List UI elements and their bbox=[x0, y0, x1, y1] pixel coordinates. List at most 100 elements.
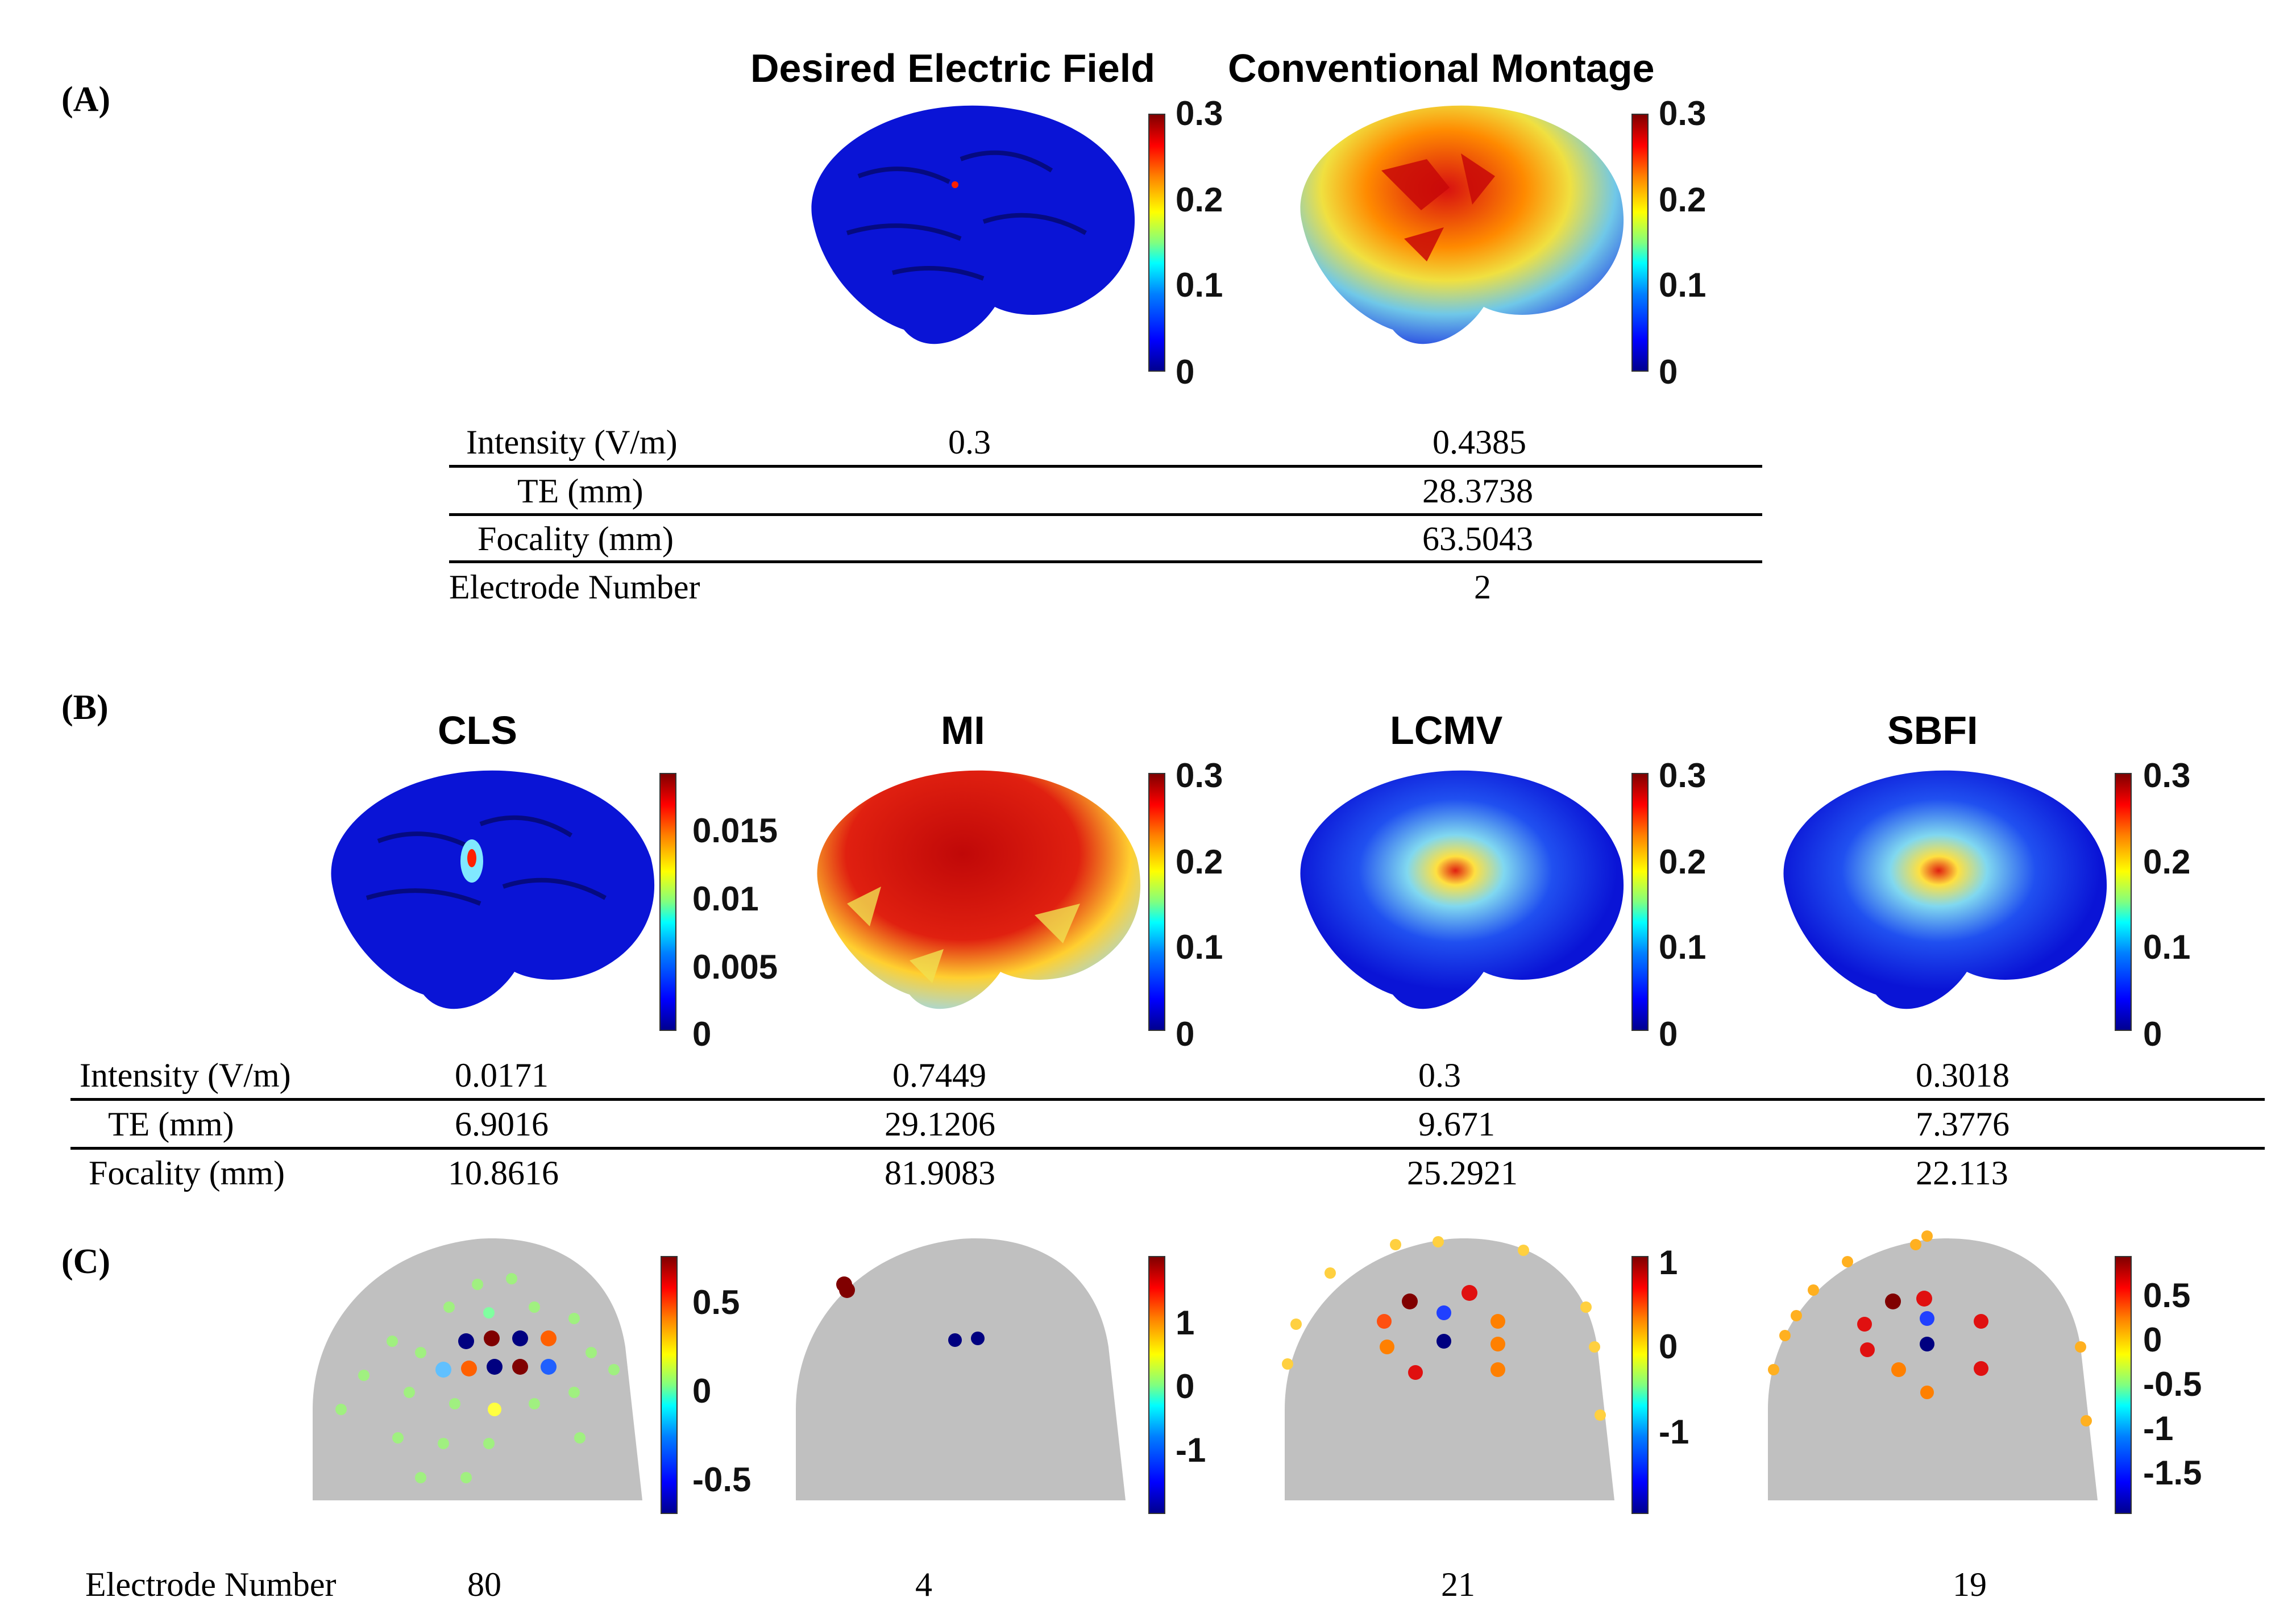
cbar-a2-tick-3: 0 bbox=[1659, 353, 1678, 391]
cbar-c3-tick-1: 0 bbox=[1659, 1328, 1678, 1366]
cbar-cls-tick-2: 0.005 bbox=[692, 948, 778, 986]
electrode-number-value: 4 bbox=[915, 1566, 932, 1603]
colorbar-lcmv bbox=[1631, 773, 1649, 1031]
table-b-value: 29.1206 bbox=[885, 1105, 995, 1143]
brain-cls bbox=[331, 770, 655, 1009]
table-a-label-intensity: Intensity (V/m) bbox=[466, 423, 678, 461]
title-mi: MI bbox=[941, 708, 985, 752]
cbar-c4-tick-1: 0 bbox=[2143, 1321, 2162, 1359]
electrode-number-value: 80 bbox=[467, 1566, 501, 1603]
table-a-value: 63.5043 bbox=[1422, 520, 1533, 558]
cbar-mi-tick-2: 0.1 bbox=[1176, 928, 1223, 966]
colorbar-cls bbox=[659, 773, 676, 1031]
cbar-a2-tick-2: 0.1 bbox=[1659, 266, 1707, 304]
cbar-c2-tick-2: -1 bbox=[1176, 1431, 1206, 1469]
cbar-cls-tick-0: 0.015 bbox=[692, 812, 778, 850]
cbar-mi-tick-1: 0.2 bbox=[1176, 843, 1223, 881]
table-a-value: 0.3 bbox=[948, 423, 991, 461]
electrode-number-value: 19 bbox=[1953, 1566, 1987, 1603]
table-b-value: 25.2921 bbox=[1407, 1154, 1518, 1192]
title-conventional-montage: Conventional Montage bbox=[1228, 46, 1655, 90]
cbar-lcmv-tick-0: 0.3 bbox=[1659, 756, 1707, 795]
brain-conventional-montage bbox=[1300, 105, 1624, 344]
table-a-rule bbox=[449, 513, 1762, 516]
table-a-value: 0.4385 bbox=[1433, 423, 1526, 461]
colorbar-a1 bbox=[1148, 114, 1165, 372]
electrode-number-value: 21 bbox=[1441, 1566, 1475, 1603]
head-lcmv bbox=[1282, 1236, 1614, 1500]
head-mi bbox=[796, 1238, 1126, 1500]
table-a-label-electrode: Electrode Number bbox=[449, 568, 700, 606]
cbar-sbfi-tick-3: 0 bbox=[2143, 1015, 2162, 1053]
head-cls bbox=[313, 1238, 642, 1500]
cbar-lcmv-tick-2: 0.1 bbox=[1659, 928, 1707, 966]
cbar-mi-tick-0: 0.3 bbox=[1176, 756, 1223, 795]
electrode-number-label: Electrode Number bbox=[85, 1566, 337, 1603]
colorbar-c4 bbox=[2115, 1256, 2132, 1514]
cbar-c1-tick-0: 0.5 bbox=[692, 1283, 740, 1321]
colorbar-c3 bbox=[1631, 1256, 1649, 1514]
cbar-a2-tick-1: 0.2 bbox=[1659, 181, 1707, 219]
brain-desired-field bbox=[811, 105, 1135, 344]
cbar-c4-tick-4: -1.5 bbox=[2143, 1454, 2202, 1492]
table-b-value: 7.3776 bbox=[1916, 1105, 2009, 1143]
table-b-value: 0.7449 bbox=[892, 1057, 986, 1094]
cbar-c1-tick-1: 0 bbox=[692, 1372, 712, 1410]
cbar-a1-tick-3: 0 bbox=[1176, 353, 1195, 391]
table-b-value: 6.9016 bbox=[455, 1105, 549, 1143]
colorbar-sbfi bbox=[2115, 773, 2132, 1031]
cbar-a2-tick-0: 0.3 bbox=[1659, 94, 1707, 132]
panel-label-a: (A) bbox=[61, 80, 111, 119]
cbar-c4-tick-2: -0.5 bbox=[2143, 1365, 2202, 1403]
cbar-c2-tick-0: 1 bbox=[1176, 1304, 1195, 1342]
title-cls: CLS bbox=[438, 708, 517, 752]
cbar-c4-tick-3: -1 bbox=[2143, 1409, 2174, 1448]
title-desired-field: Desired Electric Field bbox=[750, 46, 1155, 90]
cbar-c3-tick-0: 1 bbox=[1659, 1243, 1678, 1282]
table-b-rule bbox=[70, 1147, 2265, 1150]
cbar-a1-tick-0: 0.3 bbox=[1176, 94, 1223, 132]
brain-sbfi bbox=[1783, 770, 2107, 1009]
table-b-value: 0.3 bbox=[1418, 1057, 1461, 1094]
table-b-value: 9.671 bbox=[1418, 1105, 1495, 1143]
cbar-c1-tick-2: -0.5 bbox=[692, 1461, 752, 1499]
table-b-rule bbox=[70, 1098, 2265, 1101]
cbar-sbfi-tick-0: 0.3 bbox=[2143, 756, 2191, 795]
panel-label-b: (B) bbox=[61, 688, 109, 727]
colorbar-a2 bbox=[1631, 114, 1649, 372]
colorbar-mi bbox=[1148, 773, 1165, 1031]
table-b-label-focality: Focality (mm) bbox=[89, 1154, 285, 1192]
cbar-mi-tick-3: 0 bbox=[1176, 1015, 1195, 1053]
cbar-cls-tick-3: 0 bbox=[692, 1015, 712, 1053]
cbar-c3-tick-2: -1 bbox=[1659, 1413, 1689, 1451]
cbar-lcmv-tick-1: 0.2 bbox=[1659, 843, 1707, 881]
colorbar-c1 bbox=[661, 1256, 678, 1514]
brain-mi bbox=[817, 770, 1141, 1009]
cbar-a1-tick-2: 0.1 bbox=[1176, 266, 1223, 304]
table-a-rule bbox=[449, 560, 1762, 563]
cbar-sbfi-tick-1: 0.2 bbox=[2143, 843, 2191, 881]
panel-label-c: (C) bbox=[61, 1242, 111, 1281]
table-b-label-te: TE (mm) bbox=[108, 1105, 234, 1143]
cbar-c2-tick-1: 0 bbox=[1176, 1367, 1195, 1405]
table-b-value: 0.0171 bbox=[455, 1057, 549, 1094]
cbar-sbfi-tick-2: 0.1 bbox=[2143, 928, 2191, 966]
cbar-c4-tick-0: 0.5 bbox=[2143, 1276, 2191, 1315]
table-b-value: 81.9083 bbox=[885, 1154, 995, 1192]
cbar-a1-tick-1: 0.2 bbox=[1176, 181, 1223, 219]
cbar-lcmv-tick-3: 0 bbox=[1659, 1015, 1678, 1053]
table-a-rule bbox=[449, 465, 1762, 468]
table-b-value: 10.8616 bbox=[448, 1154, 559, 1192]
title-lcmv: LCMV bbox=[1390, 708, 1503, 752]
table-b-label-intensity: Intensity (V/m) bbox=[80, 1057, 291, 1094]
cbar-cls-tick-1: 0.01 bbox=[692, 880, 759, 918]
table-a-value: 28.3738 bbox=[1422, 472, 1533, 510]
table-a-label-focality: Focality (mm) bbox=[478, 520, 674, 558]
head-sbfi bbox=[1768, 1230, 2098, 1500]
table-a-value: 2 bbox=[1474, 568, 1491, 606]
table-a-label-te: TE (mm) bbox=[517, 472, 643, 510]
brain-lcmv bbox=[1300, 770, 1624, 1009]
table-b-value: 22.113 bbox=[1916, 1154, 2008, 1192]
table-b-value: 0.3018 bbox=[1916, 1057, 2009, 1094]
